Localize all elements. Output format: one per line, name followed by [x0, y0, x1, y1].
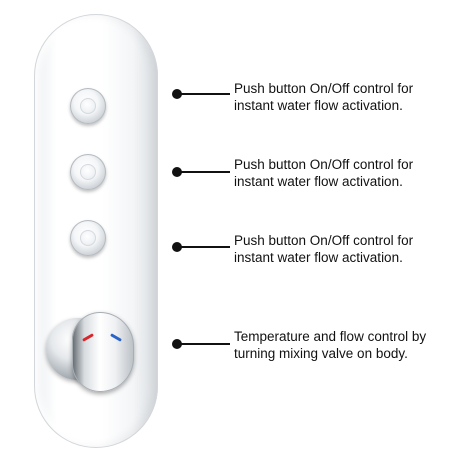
callout-3-label: Push button On/Off control for instant w…	[234, 233, 414, 265]
push-button-2[interactable]	[70, 154, 106, 190]
callout-2-line	[180, 171, 230, 173]
valve-knob[interactable]	[72, 312, 134, 392]
callout-1-dot	[172, 89, 182, 99]
callout-3-line	[180, 246, 230, 248]
callout-1-label: Push button On/Off control for instant w…	[234, 81, 414, 113]
callout-4-line	[180, 343, 230, 345]
callout-4-dot	[172, 339, 182, 349]
callout-3-dot	[172, 242, 182, 252]
mixing-valve[interactable]	[46, 312, 138, 392]
callout-4-label: Temperature and flow control by turning …	[234, 329, 427, 361]
push-button-1[interactable]	[70, 88, 106, 124]
push-button-3[interactable]	[70, 220, 106, 256]
callout-2-dot	[172, 167, 182, 177]
callout-2-label: Push button On/Off control for instant w…	[234, 157, 414, 189]
callout-1-line	[180, 93, 230, 95]
